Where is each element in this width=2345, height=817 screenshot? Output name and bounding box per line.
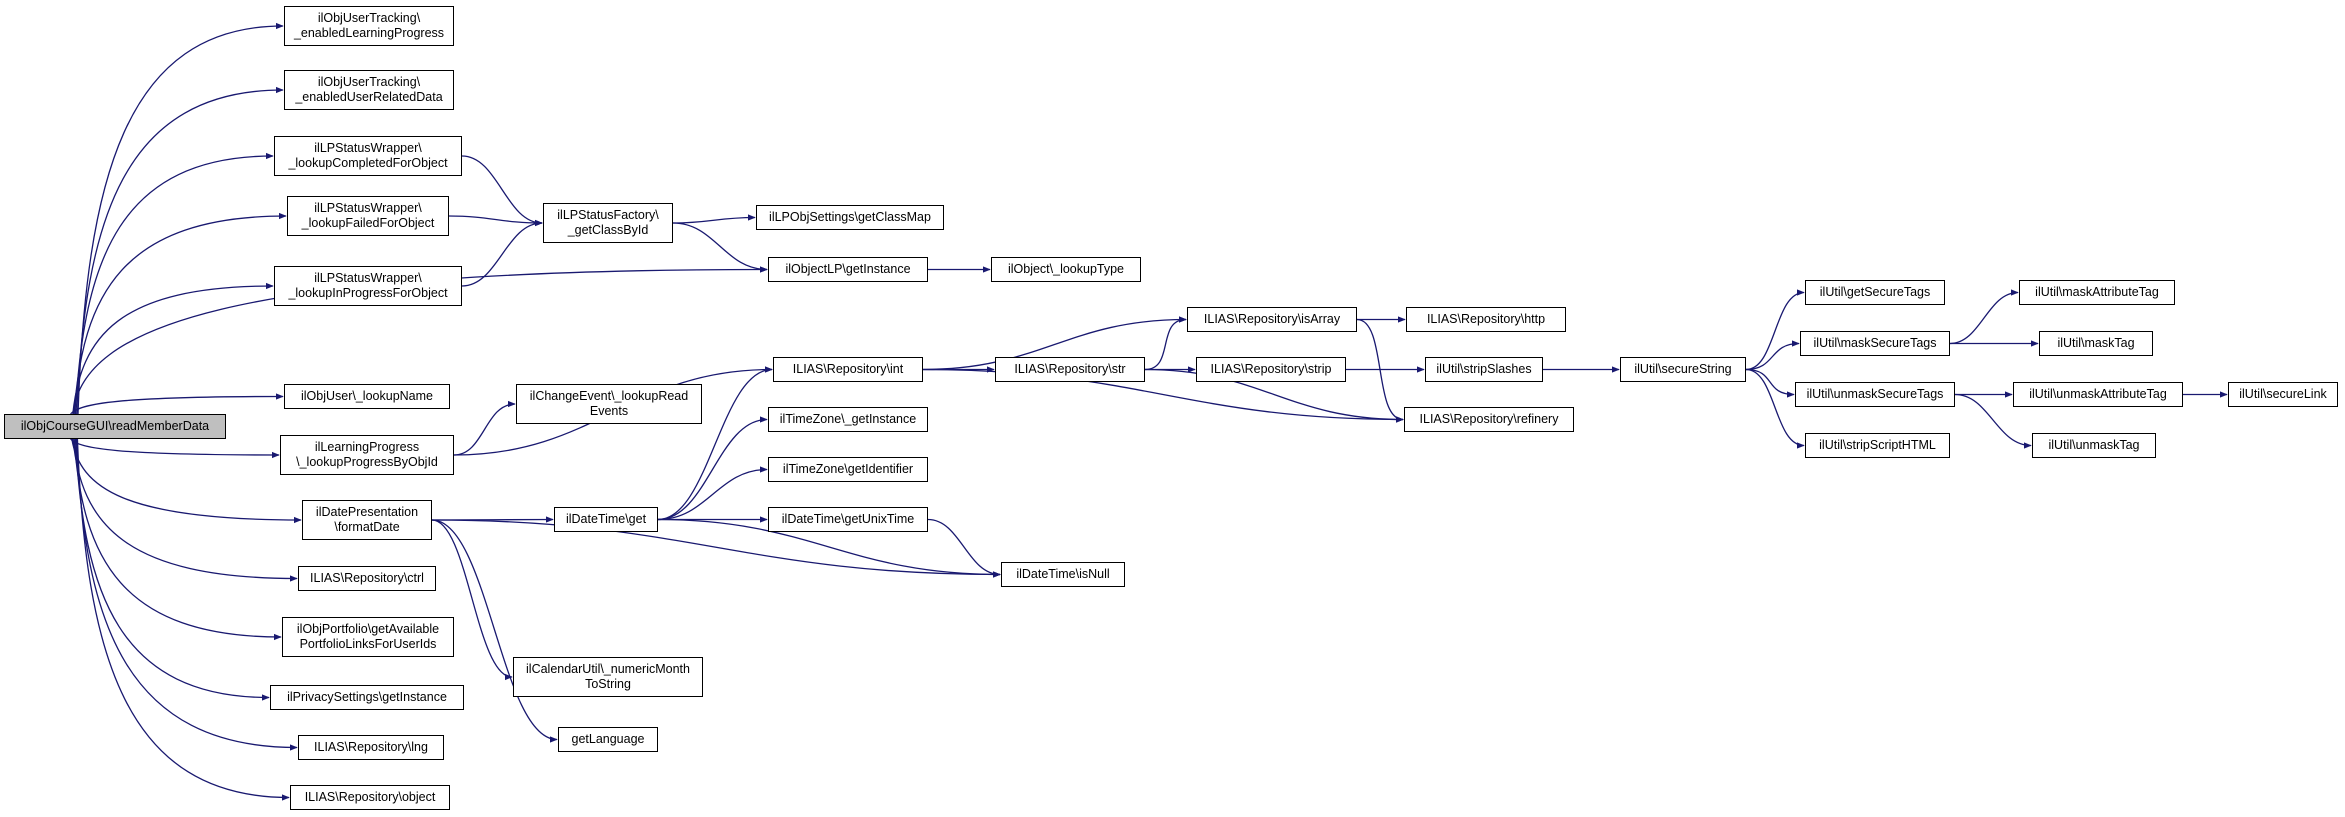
function-node[interactable]: ilDateTime\isNull xyxy=(1001,562,1125,587)
call-edge xyxy=(1745,289,1805,371)
call-edge xyxy=(431,519,558,743)
call-edge xyxy=(657,416,768,521)
call-edge xyxy=(1144,368,1404,423)
function-node[interactable]: ILIAS\Repository\lng xyxy=(298,735,444,760)
call-edge xyxy=(927,518,1001,578)
call-edge xyxy=(453,400,516,456)
call-edge xyxy=(431,519,513,681)
function-node[interactable]: ilUtil\secureLink xyxy=(2228,382,2338,407)
function-node[interactable]: ilUtil\getSecureTags xyxy=(1805,280,1945,305)
function-node[interactable]: ilDateTime\get xyxy=(554,507,658,532)
function-node[interactable]: ilChangeEvent\_lookupRead Events xyxy=(516,384,702,424)
function-node[interactable]: ilObjectLP\getInstance xyxy=(768,257,928,282)
function-node[interactable]: ilLPStatusWrapper\ _lookupCompletedForOb… xyxy=(274,136,462,176)
call-edge xyxy=(1954,393,2032,449)
call-edge xyxy=(73,212,287,415)
function-node[interactable]: ILIAS\Repository\http xyxy=(1406,307,1566,332)
function-node[interactable]: ilUtil\unmaskTag xyxy=(2032,433,2156,458)
function-node[interactable]: ilTimeZone\_getInstance xyxy=(768,407,928,432)
function-node[interactable]: ilDatePresentation \formatDate xyxy=(302,500,432,540)
function-node[interactable]: ilObjUserTracking\ _enabledUserRelatedDa… xyxy=(284,70,454,110)
function-node[interactable]: ILIAS\Repository\isArray xyxy=(1187,307,1357,332)
function-node[interactable]: ilUtil\stripSlashes xyxy=(1425,357,1543,382)
call-edge xyxy=(74,152,274,415)
function-node[interactable]: ilLPStatusWrapper\ _lookupFailedForObjec… xyxy=(287,196,449,236)
call-edge xyxy=(1144,316,1187,371)
function-node[interactable]: ILIAS\Repository\int xyxy=(773,357,923,382)
function-node[interactable]: ilTimeZone\getIdentifier xyxy=(768,457,928,482)
call-edge xyxy=(672,214,756,224)
function-node[interactable]: ilLearningProgress \_lookupProgressByObj… xyxy=(280,435,454,475)
function-node[interactable]: ilUtil\unmaskSecureTags xyxy=(1795,382,1955,407)
function-node[interactable]: ilLPStatusFactory\ _getClassById xyxy=(543,203,673,243)
call-edge xyxy=(461,219,543,287)
function-node[interactable]: ilLPObjSettings\getClassMap xyxy=(756,205,944,230)
function-node[interactable]: ilLPStatusWrapper\ _lookupInProgressForO… xyxy=(274,266,462,306)
call-edge xyxy=(431,519,1001,578)
call-edge xyxy=(448,215,543,227)
function-node[interactable]: ilUtil\maskSecureTags xyxy=(1800,331,1950,356)
call-edge xyxy=(461,155,543,227)
function-node[interactable]: ilObject\_lookupType xyxy=(991,257,1141,282)
function-node[interactable]: ilUtil\maskAttributeTag xyxy=(2019,280,2175,305)
function-node[interactable]: ilObjUserTracking\ _enabledLearningProgr… xyxy=(284,6,454,46)
call-edge xyxy=(1745,368,1805,449)
root-node[interactable]: ilObjCourseGUI\readMemberData xyxy=(4,414,226,439)
call-edge xyxy=(1745,340,1800,371)
function-node[interactable]: ILIAS\Repository\object xyxy=(290,785,450,810)
call-edge xyxy=(72,282,274,415)
function-node[interactable]: ILIAS\Repository\str xyxy=(995,357,1145,382)
function-node[interactable]: ilUtil\unmaskAttributeTag xyxy=(2013,382,2183,407)
call-edge xyxy=(70,393,284,415)
function-node[interactable]: ILIAS\Repository\strip xyxy=(1196,357,1346,382)
function-node[interactable]: ilObjUser\_lookupName xyxy=(284,384,450,409)
function-node[interactable]: ilUtil\stripScriptHTML xyxy=(1805,433,1950,458)
function-node[interactable]: ILIAS\Repository\ctrl xyxy=(298,566,436,591)
call-edge xyxy=(922,316,1187,371)
call-edge xyxy=(72,266,768,415)
call-edge xyxy=(657,518,1001,578)
function-node[interactable]: ilCalendarUtil\_numericMonth ToString xyxy=(513,657,703,697)
function-node[interactable]: ilPrivacySettings\getInstance xyxy=(270,685,464,710)
call-edge xyxy=(672,222,768,273)
call-edge xyxy=(1949,289,2019,345)
call-edge xyxy=(657,466,768,521)
function-node[interactable]: ilObjPortfolio\getAvailable PortfolioLin… xyxy=(282,617,454,657)
function-node[interactable]: ilUtil\secureString xyxy=(1620,357,1746,382)
call-edge xyxy=(76,438,290,801)
function-node[interactable]: ilUtil\maskTag xyxy=(2039,331,2153,356)
call-edge xyxy=(76,86,284,415)
function-node[interactable]: ILIAS\Repository\refinery xyxy=(1404,407,1574,432)
call-edge xyxy=(657,366,773,521)
function-node[interactable]: ilDateTime\getUnixTime xyxy=(768,507,928,532)
function-node[interactable]: getLanguage xyxy=(558,727,658,752)
call-edge xyxy=(1745,368,1795,398)
